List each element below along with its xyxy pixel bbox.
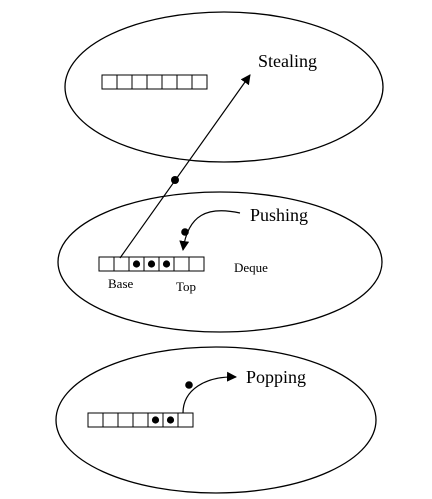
push-arrow — [179, 210, 241, 251]
popping-label: Popping — [246, 367, 306, 387]
push-arrow-dot — [181, 228, 189, 236]
processor-ellipse-popping — [55, 346, 377, 494]
pushing-label: Pushing — [250, 205, 308, 225]
deque-cell — [188, 256, 205, 272]
deque-cell — [132, 412, 149, 428]
task-dot — [151, 416, 160, 424]
deque-cell — [101, 74, 118, 90]
task-dot — [147, 260, 156, 268]
task-dot — [166, 416, 175, 424]
deque-cell — [87, 412, 104, 428]
deque-stealing — [101, 74, 208, 90]
steal-arrow — [119, 74, 251, 259]
deque-cell — [113, 256, 130, 272]
deque-cell — [131, 74, 148, 90]
steal-arrow-dot — [171, 176, 179, 184]
deque-cell — [176, 74, 193, 90]
deque-cell — [98, 256, 115, 272]
deque-cell — [146, 74, 163, 90]
top-label: Top — [176, 279, 196, 294]
deque-cell — [191, 74, 208, 90]
processor-ellipse-pushing — [57, 191, 383, 333]
deque-cell — [117, 412, 134, 428]
deque-cell — [177, 412, 194, 428]
deque-pushing — [98, 256, 205, 272]
base-label: Base — [108, 276, 134, 291]
deque-cell — [116, 74, 133, 90]
stealing-label: Stealing — [258, 51, 317, 71]
deque-label: Deque — [234, 260, 268, 275]
task-dot — [132, 260, 141, 268]
deque-popping — [87, 412, 194, 428]
deque-cell — [102, 412, 119, 428]
task-dot — [162, 260, 171, 268]
processor-ellipse-stealing — [64, 11, 384, 163]
deque-cell — [161, 74, 178, 90]
deque-cell — [173, 256, 190, 272]
pop-arrow — [182, 371, 237, 414]
pop-arrow-dot — [185, 381, 193, 389]
